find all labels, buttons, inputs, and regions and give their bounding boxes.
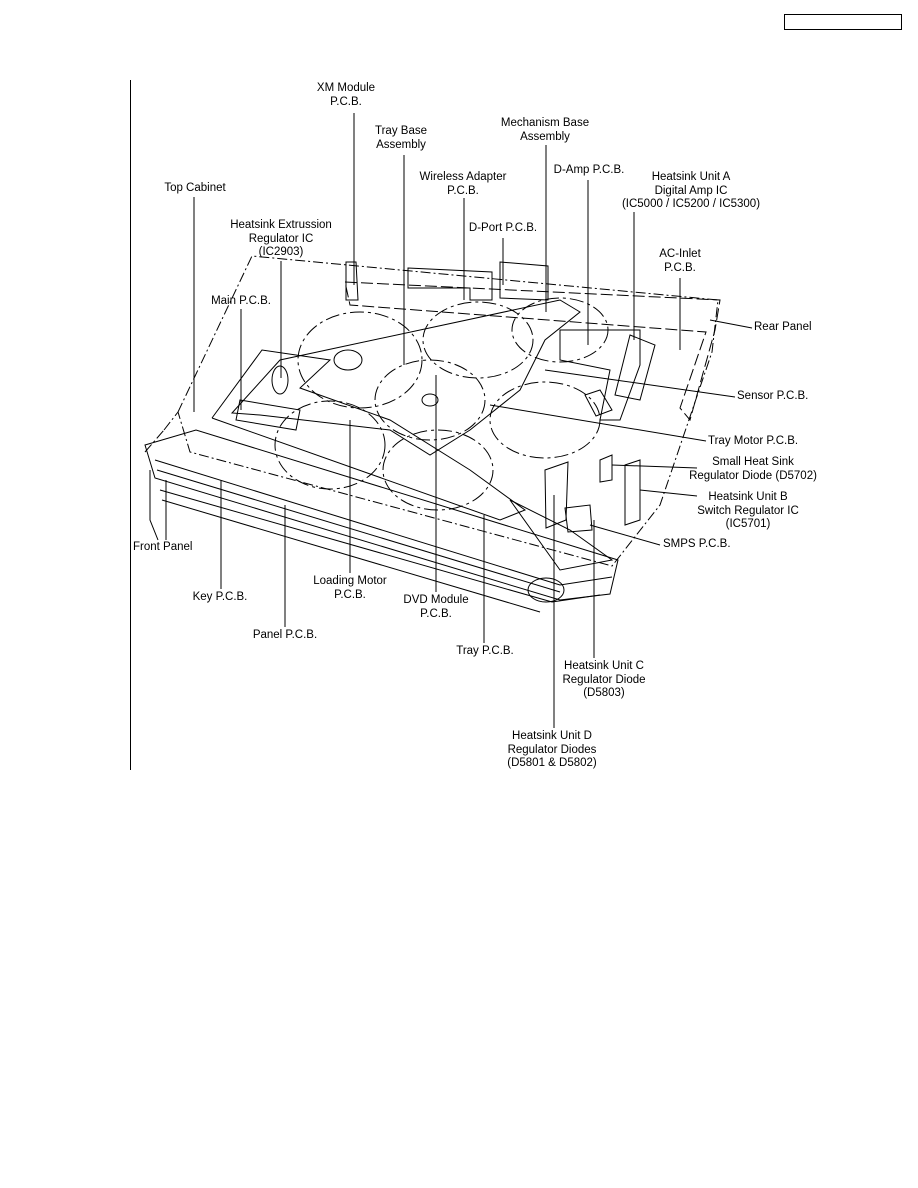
tray-gear — [527, 577, 565, 603]
sensor-pcb — [584, 389, 613, 417]
heatsink-c — [564, 504, 593, 533]
label-smps-pcb: SMPS P.C.B. — [663, 538, 731, 550]
label-tray-pcb: Tray P.C.B. — [456, 645, 514, 657]
label-d-amp-pcb: D-Amp P.C.B. — [553, 164, 625, 176]
label-panel-pcb: Panel P.C.B. — [252, 629, 318, 641]
label-key-pcb: Key P.C.B. — [192, 591, 248, 603]
main-pcb-outline — [211, 349, 527, 521]
main-pcb-front — [235, 399, 301, 431]
heatsink-extrussion — [271, 365, 289, 395]
figure-frame — [130, 80, 820, 770]
small-heat-sink — [599, 454, 613, 483]
label-d-port-pcb: D-Port P.C.B. — [468, 222, 538, 234]
page-header-box — [784, 14, 902, 30]
label-front-panel: Front Panel — [133, 541, 193, 553]
front-panel-edge — [149, 470, 159, 541]
smps-pcb — [509, 499, 614, 571]
d-port-board — [499, 261, 549, 301]
label-rear-panel: Rear Panel — [754, 321, 812, 333]
label-sensor-pcb: Sensor P.C.B. — [737, 390, 809, 402]
heatsink-b — [624, 459, 641, 526]
label-main-pcb: Main P.C.B. — [211, 295, 271, 307]
wireless-adapter-bracket — [407, 267, 493, 301]
xm-module-board — [345, 261, 359, 301]
label-top-cabinet: Top Cabinet — [164, 182, 226, 194]
top-cabinet-outline — [177, 255, 719, 567]
spindle-hub — [333, 349, 363, 371]
rear-panel-outline — [344, 281, 721, 422]
label-tray-motor-pcb: Tray Motor P.C.B. — [708, 435, 799, 447]
chassis-base — [144, 429, 619, 601]
d-amp-pcb — [559, 329, 641, 421]
smps-board — [544, 461, 569, 529]
